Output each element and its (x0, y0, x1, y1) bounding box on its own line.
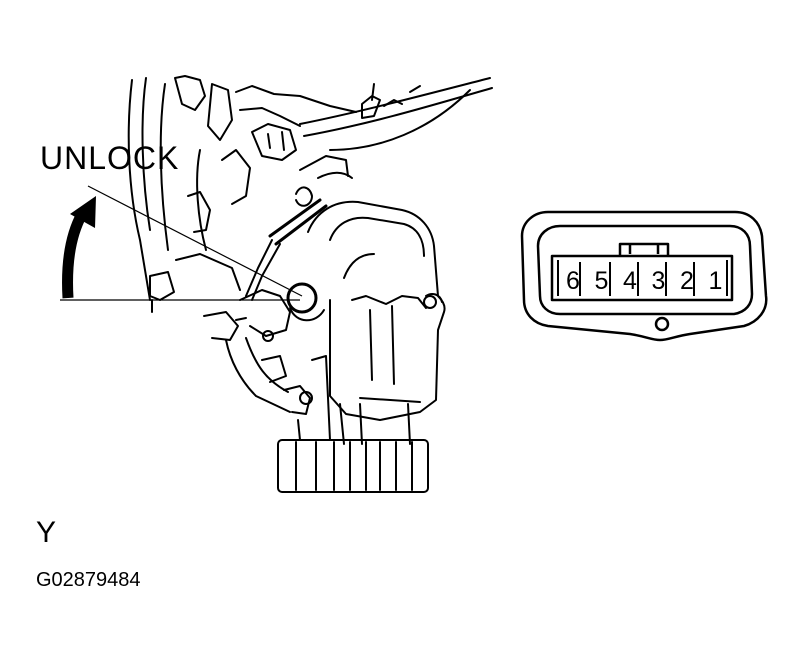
connector-pin-5: 5 (595, 267, 609, 295)
connector-pin-4: 4 (623, 267, 637, 295)
connector-pin-1: 1 (709, 267, 723, 295)
connector-pin-6: 6 (566, 267, 580, 295)
reference-line-angled (87, 185, 303, 297)
view-label: Y (36, 516, 57, 549)
figure-code: G02879484 (36, 569, 141, 591)
connector-pin-frame (550, 254, 734, 302)
unlock-label: UNLOCK (40, 140, 180, 176)
connector-pin-2: 2 (680, 267, 694, 295)
connector-lock-tab (618, 242, 670, 256)
connector-outer-shell (520, 210, 768, 342)
connector-inner-shell (536, 224, 754, 316)
connector-key-hole (654, 316, 670, 332)
connector-pin-3: 3 (652, 267, 666, 295)
